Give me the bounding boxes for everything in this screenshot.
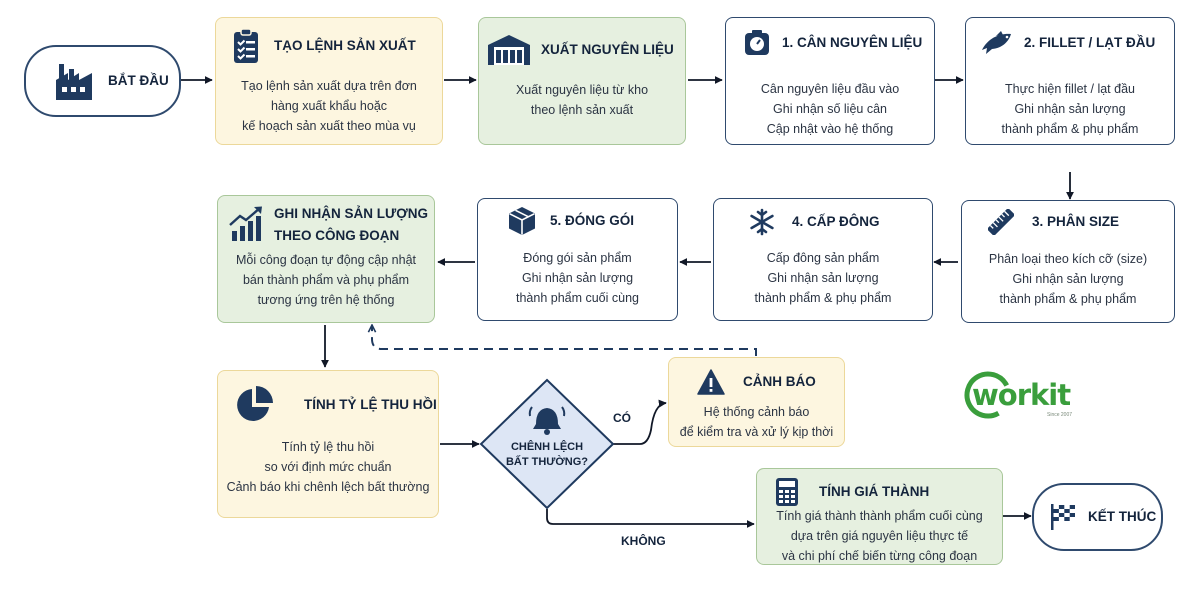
decision-line-2: BẤT THƯỜNG? xyxy=(505,456,589,468)
issue-material-title: XUẤT NGUYÊN LIỆU xyxy=(541,42,674,57)
weigh-material-title: 1. CÂN NGUYÊN LIỆU xyxy=(782,35,923,50)
recovery-rate-box[interactable]: TÍNH TỶ LỆ THU HỒI Tính tỷ lệ thu hồi so… xyxy=(217,370,439,518)
record-output-title-1: GHI NHẬN SẢN LƯỢNG xyxy=(274,206,428,221)
sort-size-title: 3. PHÂN SIZE xyxy=(1032,214,1120,229)
start-node[interactable]: BẮT ĐẦU xyxy=(24,45,181,117)
workit-logo-mark xyxy=(964,371,1012,419)
decision-line-1: CHÊNH LỆCH xyxy=(510,441,584,453)
arrow-yes-to-alert xyxy=(613,399,667,445)
workit-logo-tagline: Since 2007 xyxy=(1047,412,1073,418)
recovery-rate-title: TÍNH TỶ LỆ THU HỒI xyxy=(304,397,437,412)
alert-title: CẢNH BÁO xyxy=(743,374,816,389)
ruler-icon xyxy=(988,209,1014,235)
dashed-feedback-arrow xyxy=(372,325,757,356)
freeze-title: 4. CẤP ĐÔNG xyxy=(792,214,880,229)
start-label: BẮT ĐẦU xyxy=(108,73,169,88)
weigh-material-desc: Cân nguyên liệu đầu vào Ghi nhận số liệu… xyxy=(760,82,900,136)
cost-calc-title: TÍNH GIÁ THÀNH xyxy=(819,484,930,499)
alert-box[interactable]: CẢNH BÁO Hệ thống cảnh báo để kiểm tra v… xyxy=(668,357,845,447)
warehouse-icon xyxy=(488,35,530,65)
clipboard-icon xyxy=(234,28,258,63)
create-order-title: TẠO LỆNH SẢN XUẤT xyxy=(274,38,416,53)
snowflake-icon xyxy=(750,208,774,236)
issue-material-desc: Xuất nguyên liệu từ kho theo lệnh sản xu… xyxy=(515,83,649,117)
alert-desc: Hệ thống cảnh báo để kiểm tra và xử lý k… xyxy=(679,405,834,439)
sort-size-desc: Phân loại theo kích cỡ (size) Ghi nhận s… xyxy=(988,252,1148,306)
weigh-material-box[interactable]: 1. CÂN NGUYÊN LIỆU Cân nguyên liệu đầu v… xyxy=(725,17,935,145)
growth-chart-icon xyxy=(229,206,262,241)
record-output-desc: Mỗi công đoạn tự động cập nhật bán thành… xyxy=(235,253,417,307)
end-node[interactable]: KẾT THÚC xyxy=(1032,483,1163,551)
fillet-box[interactable]: 2. FILLET / LẠT ĐẦU Thực hiện fillet / l… xyxy=(965,17,1175,145)
freeze-box[interactable]: 4. CẤP ĐÔNG Cấp đông sản phẩm Ghi nhận s… xyxy=(713,198,933,321)
fillet-title: 2. FILLET / LẠT ĐẦU xyxy=(1024,35,1156,50)
pie-chart-icon xyxy=(237,386,273,421)
arrow-no-to-cost xyxy=(546,509,755,528)
box-icon xyxy=(509,207,535,235)
scale-icon xyxy=(745,30,769,55)
create-order-desc: Tạo lệnh sản xuất dựa trên đơn hàng xuất… xyxy=(241,79,417,133)
decision-diamond[interactable] xyxy=(479,378,615,510)
end-label: KẾT THÚC xyxy=(1088,509,1157,524)
decision-no-label: KHÔNG xyxy=(621,534,666,548)
workit-logo: workit Since 2007 xyxy=(964,367,1084,423)
cost-calc-box[interactable]: TÍNH GIÁ THÀNH Tính giá thành thành phẩm… xyxy=(756,468,1003,565)
calculator-icon xyxy=(776,478,798,506)
decision-yes-label: CÓ xyxy=(613,411,631,425)
pack-box[interactable]: 5. ĐÓNG GÓI Đóng gói sản phẩm Ghi nhận s… xyxy=(477,198,678,321)
factory-icon xyxy=(56,64,92,100)
sort-size-box[interactable]: 3. PHÂN SIZE Phân loại theo kích cỡ (siz… xyxy=(961,200,1175,323)
record-output-box[interactable]: GHI NHẬN SẢN LƯỢNG THEO CÔNG ĐOẠN Mỗi cô… xyxy=(217,195,435,323)
create-order-box[interactable]: TẠO LỆNH SẢN XUẤT Tạo lệnh sản xuất dựa … xyxy=(215,17,443,145)
issue-material-box[interactable]: XUẤT NGUYÊN LIỆU Xuất nguyên liệu từ kho… xyxy=(478,17,686,145)
checkered-flag-icon xyxy=(1051,504,1075,530)
pack-title: 5. ĐÓNG GÓI xyxy=(550,213,635,228)
recovery-rate-desc: Tính tỷ lệ thu hồi so với định mức chuẩn… xyxy=(226,440,430,494)
warning-icon xyxy=(697,369,725,395)
cost-calc-desc: Tính giá thành thành phẩm cuối cùng dựa … xyxy=(776,509,983,563)
freeze-desc: Cấp đông sản phẩm Ghi nhận sản lượng thà… xyxy=(754,251,892,305)
fish-icon xyxy=(982,31,1011,54)
pack-desc: Đóng gói sản phẩm Ghi nhận sản lượng thà… xyxy=(515,251,639,305)
record-output-title-2: THEO CÔNG ĐOẠN xyxy=(274,228,400,243)
bell-icon xyxy=(528,406,566,435)
workit-logo-text: workit xyxy=(972,378,1071,412)
fillet-desc: Thực hiện fillet / lạt đầu Ghi nhận sản … xyxy=(1001,82,1139,136)
